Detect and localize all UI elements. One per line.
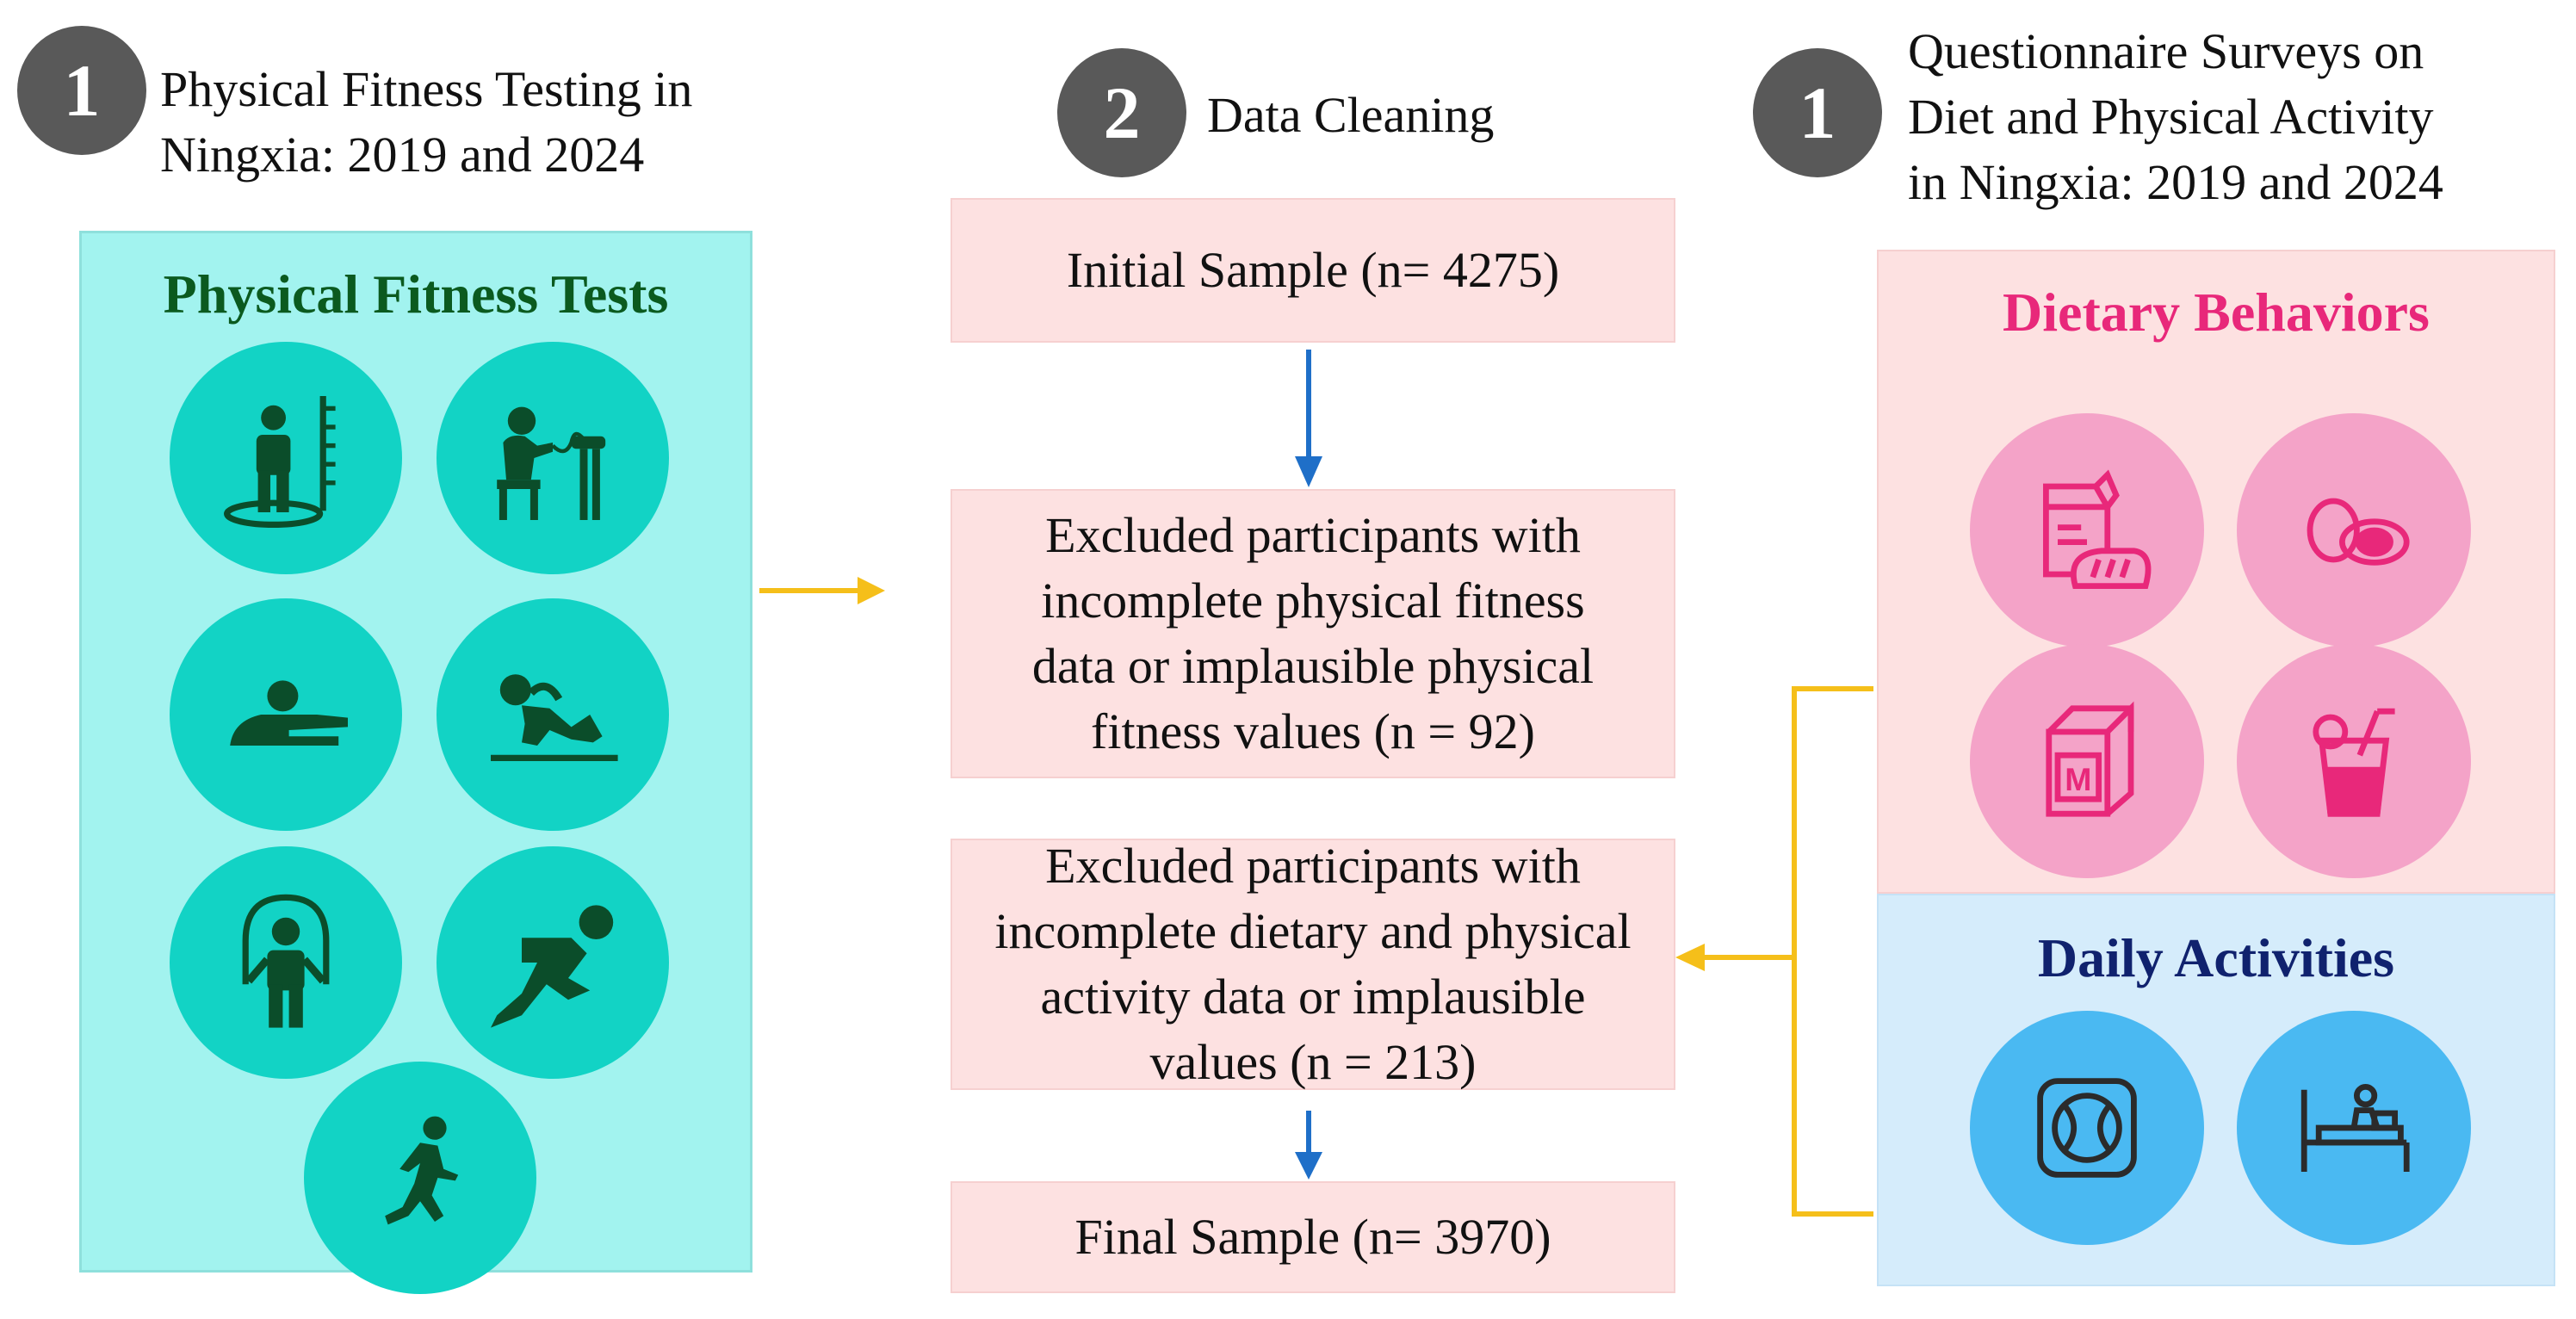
ball-sport-icon	[1970, 1011, 2204, 1245]
box-text: Initial Sample (n= 4275)	[1066, 242, 1560, 298]
excluded-fitness-box: Excluded participants with incomplete ph…	[951, 489, 1675, 778]
bracket-questionnaire-to-cleaning	[1675, 686, 1873, 1217]
box-text: Final Sample (n= 3970)	[1074, 1209, 1551, 1265]
step-1-badge-right: 1	[1753, 48, 1882, 177]
heading-line: Physical Fitness Testing in	[160, 61, 693, 117]
step-1-badge-left: 1	[17, 26, 146, 155]
arrow-excluded-to-final	[1295, 1111, 1322, 1180]
height-measure-icon	[170, 342, 402, 574]
heading-line: Data Cleaning	[1207, 87, 1495, 143]
arrow-fitness-to-cleaning	[759, 577, 885, 604]
physical-fitness-tests-panel: Physical Fitness Tests	[79, 231, 752, 1294]
sleep-bed-icon	[2237, 1011, 2471, 1245]
drink-icon	[2237, 644, 2471, 878]
step-number: 2	[1103, 71, 1141, 154]
heading-line: Diet and Physical Activity	[1908, 89, 2434, 145]
excluded-dietary-box: Excluded participants with incomplete di…	[951, 838, 1675, 1090]
panel-title: Daily Activities	[2037, 927, 2395, 988]
box-line: incomplete physical fitness	[1041, 573, 1585, 629]
box-line: incomplete dietary and physical	[994, 903, 1632, 959]
svg-text:M: M	[2065, 761, 2091, 797]
jump-rope-icon	[170, 846, 402, 1079]
panel-title: Physical Fitness Tests	[163, 263, 669, 325]
final-sample-box: Final Sample (n= 3970)	[951, 1181, 1675, 1293]
fitness-testing-heading: Physical Fitness Testing in Ningxia: 201…	[160, 57, 759, 188]
heading-line: Questionnaire Surveys on	[1908, 23, 2424, 79]
step-number: 1	[1799, 71, 1836, 154]
sprint-icon	[437, 846, 669, 1079]
heading-line: in Ningxia: 2019 and 2024	[1908, 154, 2443, 210]
eggs-icon	[2237, 413, 2471, 647]
sit-up-icon	[437, 598, 669, 831]
dietary-behaviors-panel: Dietary Behaviors M	[1877, 250, 2555, 894]
spirometer-icon	[437, 342, 669, 574]
box-line: fitness values (n = 92)	[1091, 703, 1535, 759]
box-line: data or implausible physical	[1031, 638, 1595, 694]
box-line: activity data or implausible	[1040, 969, 1586, 1025]
heading-line: Ningxia: 2019 and 2024	[160, 127, 645, 183]
data-cleaning-heading: Data Cleaning	[1207, 83, 1494, 148]
box-line: Excluded participants with	[1045, 507, 1581, 563]
sit-and-reach-icon	[170, 598, 402, 831]
food-package-icon	[1970, 413, 2204, 647]
box-line: Excluded participants with	[1045, 838, 1581, 894]
milk-carton-icon: M	[1970, 644, 2204, 878]
arrow-initial-to-excluded	[1295, 350, 1322, 487]
step-2-badge: 2	[1057, 48, 1186, 177]
step-number: 1	[63, 49, 101, 132]
initial-sample-box: Initial Sample (n= 4275)	[951, 198, 1675, 343]
box-line: values (n = 213)	[1149, 1034, 1477, 1090]
daily-activities-panel: Daily Activities	[1877, 894, 2555, 1286]
panel-title: Dietary Behaviors	[2003, 282, 2430, 343]
running-icon	[304, 1062, 536, 1294]
questionnaire-heading: Questionnaire Surveys on Diet and Physic…	[1908, 19, 2505, 215]
